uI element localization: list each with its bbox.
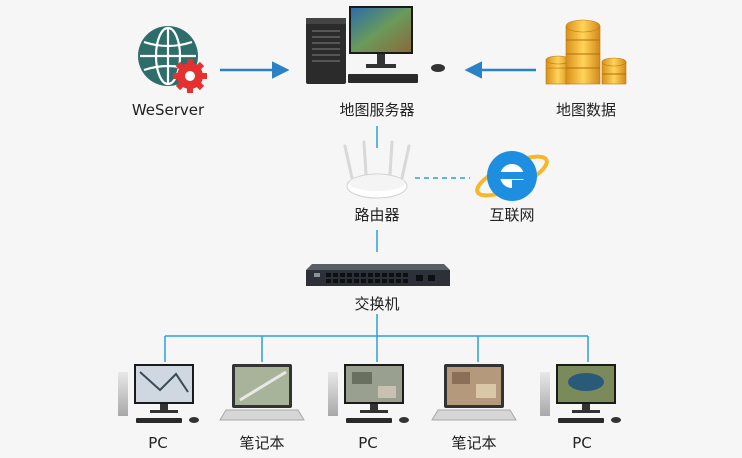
client-3-label: PC xyxy=(358,434,378,452)
connectors xyxy=(164,61,589,362)
laptop-icon xyxy=(219,364,305,421)
laptop-icon xyxy=(431,364,517,421)
client-4-label: 笔记本 xyxy=(451,434,496,452)
globe-gear-icon xyxy=(138,26,207,93)
database-coins-icon xyxy=(545,19,627,85)
wifi-router-icon xyxy=(343,140,411,199)
network-switch-icon xyxy=(306,264,450,286)
router-label: 路由器 xyxy=(354,206,399,224)
desktop-pc-icon xyxy=(118,364,199,423)
map-data-label: 地图数据 xyxy=(556,101,616,119)
internet-explorer-icon xyxy=(475,151,549,201)
internet-label: 互联网 xyxy=(489,206,534,224)
switch-label: 交换机 xyxy=(354,295,399,313)
server-workstation-icon xyxy=(306,6,445,84)
client-2-label: 笔记本 xyxy=(239,434,284,452)
client-1-label: PC xyxy=(148,434,168,452)
desktop-pc-icon xyxy=(540,364,621,423)
map-server-label: 地图服务器 xyxy=(339,101,414,119)
weserver-label: WeServer xyxy=(132,101,205,119)
desktop-pc-icon xyxy=(328,364,409,423)
client-5-label: PC xyxy=(572,434,592,452)
